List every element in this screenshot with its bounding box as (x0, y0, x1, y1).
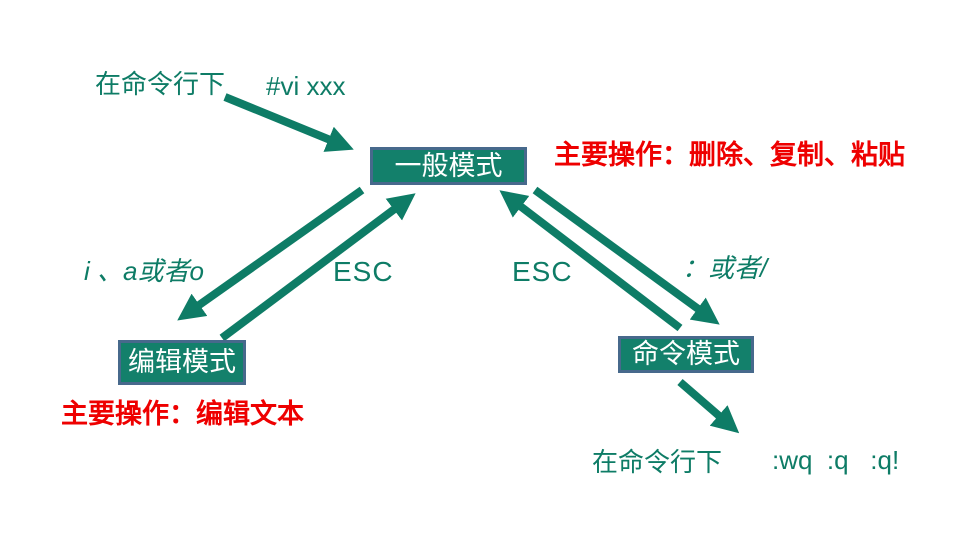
esc-left-label: ESC (333, 256, 394, 287)
arrow-general-to-command (532, 186, 720, 325)
arrow-general-to-edit (177, 186, 365, 321)
command-mode-label: 命令模式 (632, 339, 740, 369)
general-ops-label: 主要操作：删除、复制、粘贴 (554, 140, 905, 170)
edit-ops-label: 主要操作：编辑文本 (61, 399, 304, 429)
edit-mode-label: 编辑模式 (128, 347, 236, 377)
arrow-command-to-general (499, 190, 683, 332)
arrow-cli-to-general (223, 93, 354, 152)
esc-right-label: ESC (512, 256, 573, 287)
enter-command-keys-label: ：或者/ (682, 253, 768, 283)
arrow-edit-to-general (219, 193, 416, 342)
general-mode-label: 一般模式 (394, 150, 503, 181)
enter-edit-keys-label: i 、a或者o (84, 256, 204, 286)
vi-command-label: #vi xxx (266, 71, 346, 101)
quit-commands-label: :wq :q :q! (772, 445, 900, 475)
cli-bottom-label: 在命令行下 (592, 447, 723, 477)
general-mode-node: 一般模式 (370, 147, 527, 185)
cli-top-label: 在命令行下 (95, 69, 226, 99)
command-mode-node: 命令模式 (618, 336, 754, 373)
arrow-command-to-cli (677, 378, 740, 434)
edit-mode-node: 编辑模式 (118, 340, 246, 385)
